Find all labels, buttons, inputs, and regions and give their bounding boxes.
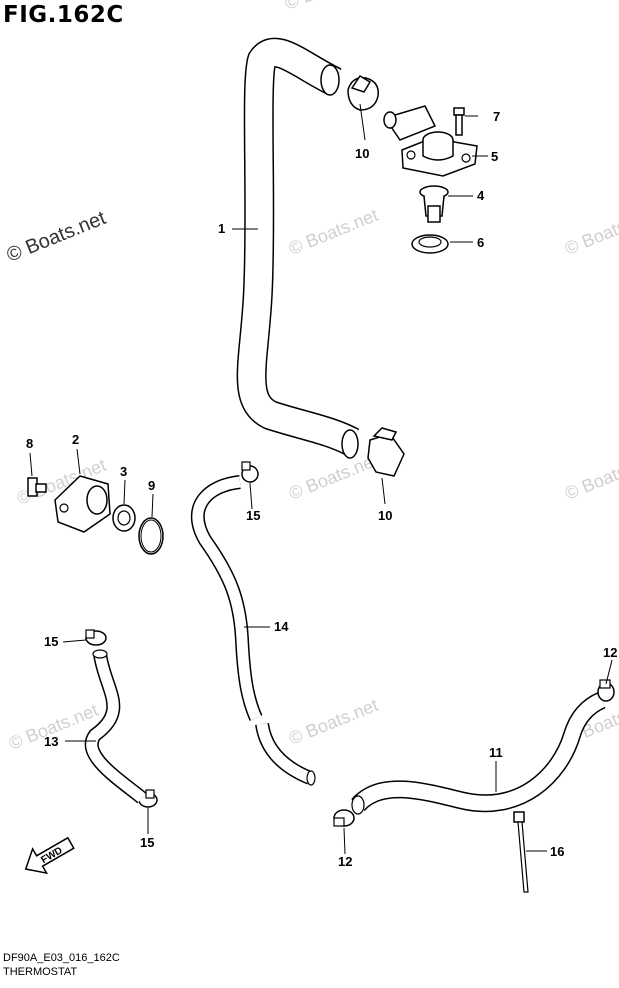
hose-part-11 [351, 691, 606, 815]
callout-2: 2 [72, 432, 79, 447]
callout-16: 16 [550, 844, 564, 859]
leader-lines [29, 103, 613, 855]
watermark: © Boats.net [562, 450, 619, 504]
clamp-part-15-a [241, 461, 259, 483]
watermark: © Boats.net [286, 695, 381, 749]
callout-10-lower: 10 [378, 508, 392, 523]
callout-12-left: 12 [338, 854, 352, 869]
figure-title: FIG.162C [3, 2, 124, 28]
bolt-part-8 [27, 477, 47, 497]
hose-part-1 [236, 37, 360, 459]
callout-3: 3 [120, 464, 127, 479]
callout-15-c: 15 [140, 835, 154, 850]
o-ring-part-9 [138, 517, 164, 555]
fwd-arrow-icon: FWD [24, 836, 75, 875]
callout-8: 8 [26, 436, 33, 451]
footer-figure-code: DF90A_E03_016_162C [3, 952, 120, 964]
clamp-part-10-upper [347, 74, 379, 111]
callout-7: 7 [493, 109, 500, 124]
gasket-part-6 [411, 234, 449, 254]
callout-1: 1 [218, 221, 225, 236]
watermark: © Boats.net [286, 205, 381, 259]
callout-15-b: 15 [44, 634, 58, 649]
thermostat-cover-part-5 [383, 105, 478, 177]
thermostat-part-3 [112, 504, 136, 532]
housing-part-2 [54, 475, 111, 533]
callout-12-right: 12 [603, 645, 617, 660]
callout-9: 9 [148, 478, 155, 493]
clamp-part-15-b [85, 629, 107, 646]
watermark: © Boats.net [286, 450, 381, 504]
watermark-main: © Boats.net [4, 207, 110, 267]
callout-6: 6 [477, 235, 484, 250]
clamp-part-10-lower [367, 427, 405, 477]
footer-figure-name: THERMOSTAT [3, 966, 78, 978]
watermark: © Boats.net [562, 205, 619, 259]
callout-14: 14 [274, 619, 289, 634]
callout-4: 4 [477, 188, 485, 203]
tie-strap-part-16 [513, 811, 529, 893]
callout-5: 5 [491, 149, 498, 164]
clamp-part-12-left [333, 809, 355, 827]
fwd-label: FWD [39, 845, 64, 866]
callout-13: 13 [44, 734, 58, 749]
bolt-part-7 [453, 107, 465, 136]
hose-part-14 [190, 475, 316, 786]
hose-part-13 [84, 649, 147, 804]
clamp-part-15-c [138, 789, 158, 808]
clamp-part-12-right [597, 679, 615, 702]
callout-10-upper: 10 [355, 146, 369, 161]
callout-11: 11 [489, 745, 503, 760]
thermostat-part-4 [419, 185, 449, 223]
callouts: 1 7 5 4 6 10 10 8 2 3 9 15 14 15 13 15 1… [26, 109, 617, 869]
watermark: © Boats.net [282, 0, 377, 14]
callout-15-a: 15 [246, 508, 260, 523]
